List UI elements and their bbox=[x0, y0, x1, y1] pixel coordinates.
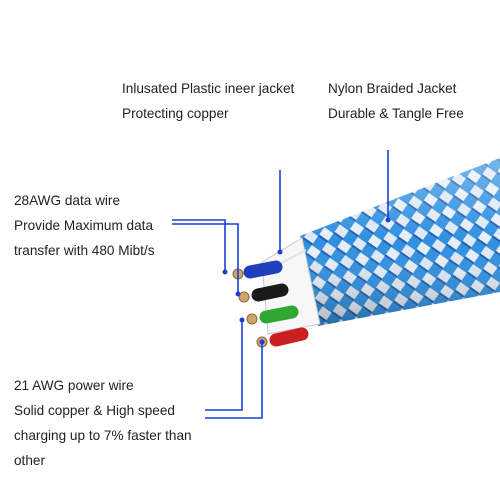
leader-data-wire-1 bbox=[172, 219, 226, 272]
wire-black bbox=[238, 283, 289, 303]
wires bbox=[232, 260, 309, 348]
leader-data-wire-2 bbox=[172, 223, 239, 294]
power-wire-line2: Solid copper & High speed bbox=[14, 403, 175, 418]
braided-jacket bbox=[300, 158, 500, 326]
wire-black-insulation bbox=[251, 283, 289, 302]
power-wire-line1: 21 AWG power wire bbox=[14, 378, 134, 393]
power-wire-line4: other bbox=[14, 453, 45, 468]
wire-red-insulation bbox=[269, 327, 309, 347]
inner-jacket-label: Inlusated Plastic ineer jacket Protectin… bbox=[122, 80, 294, 122]
inner-jacket-line2: Protecting copper bbox=[122, 106, 229, 121]
power-wire-line3: charging up to 7% faster than bbox=[14, 428, 192, 443]
leader-power-wire-1 bbox=[205, 320, 243, 411]
data-wire-line3: transfer with 480 Mibt/s bbox=[14, 243, 155, 258]
inner-jacket-line1: Inlusated Plastic ineer jacket bbox=[122, 81, 295, 96]
outer-jacket-label: Nylon Braided Jacket Durable & Tangle Fr… bbox=[328, 80, 464, 122]
outer-jacket-line1: Nylon Braided Jacket bbox=[328, 81, 457, 96]
outer-jacket-line2: Durable & Tangle Free bbox=[328, 106, 464, 121]
data-wire-line2: Provide Maximum data bbox=[14, 218, 154, 233]
wire-green bbox=[246, 305, 299, 325]
data-wire-line1: 28AWG data wire bbox=[14, 193, 121, 208]
leader-power-wire-2 bbox=[205, 342, 263, 419]
data-wire-label: 28AWG data wire Provide Maximum data tra… bbox=[14, 192, 155, 259]
leader-dots bbox=[222, 217, 391, 345]
wire-green-copper bbox=[246, 313, 258, 325]
wire-green-insulation bbox=[259, 305, 299, 324]
wire-blue-insulation bbox=[243, 260, 283, 279]
leader-lines bbox=[172, 150, 389, 419]
power-wire-label: 21 AWG power wire Solid copper & High sp… bbox=[14, 377, 192, 469]
wire-black-copper bbox=[238, 291, 250, 303]
